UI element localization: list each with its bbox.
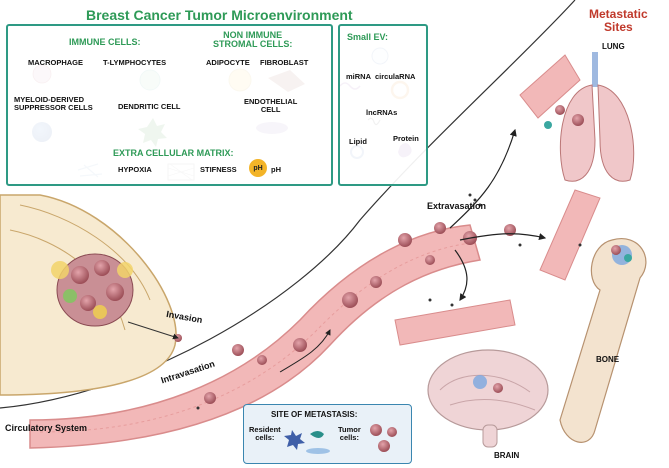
adipocyte-label: ADIPOCYTE [206,58,250,67]
metastasis-legend [243,404,412,464]
lung-vessel [519,54,581,119]
legend-heading: SITE OF METASTASIS: [271,410,358,419]
lncrnas-label: lncRNAs [366,108,398,117]
fibroblast-label: FIBROBLAST [260,58,309,67]
main-vessel [29,224,481,449]
stiffness-label: STIFNESS [200,165,237,174]
resident-cell-icon [284,430,305,450]
brain-vessel [394,299,516,346]
nonimmune-heading: NON IMMUNE STROMAL CELLS: [213,30,293,50]
protein-label: Protein [393,134,419,143]
macrophage-label: MACROPHAGE [28,58,84,67]
metastatic-sites-heading: Metastatic Sites [589,7,648,34]
resident-cells-label: Resident cells: [249,425,281,442]
tme-panel [6,24,333,186]
ev-heading: Small EV: [347,32,389,42]
circularna-label: circulaRNA [375,72,416,81]
t-lymphocytes-label: T-LYMPHOCYTES [103,58,167,67]
tumor-cell-icon [370,424,382,436]
lung-icon [544,52,635,182]
tumor-cell-icon-2 [387,427,397,437]
resident-cell-icon-3 [306,448,330,454]
bone-vessel [539,189,601,281]
tumor-cells-label: Tumor cells: [338,425,361,442]
ph-badge: pH [253,164,263,172]
mdsc-label: MYELOID-DERIVED SUPPRESSOR CELLS [14,95,93,112]
mirna-label: miRNA [346,72,372,81]
lung-label: LUNG [602,42,625,51]
ph-icon: pH [249,159,267,177]
bone-label: BONE [596,355,620,364]
resident-cell-icon-2 [310,431,324,438]
tumor-cell-icon-3 [378,440,390,452]
ph-label: pH [271,165,281,174]
bone-icon [559,238,647,443]
immune-heading: IMMUNE CELLS: [69,37,141,47]
lipid-label: Lipid [349,137,367,146]
hypoxia-label: HYPOXIA [118,165,152,174]
page-title: Breast Cancer Tumor Microenvironment [86,7,353,23]
ev-panel [338,24,428,186]
ecm-heading: EXTRA CELLULAR MATRIX: [113,148,234,158]
dendritic-label: DENDRITIC CELL [118,102,181,111]
brain-icon [427,349,549,448]
circulatory-label: Circulatory System [5,423,88,433]
endothelial-label: ENDOTHELIAL CELL [244,97,298,114]
brain-label: BRAIN [494,451,520,460]
extravasation-label: Extravasation [427,201,487,211]
